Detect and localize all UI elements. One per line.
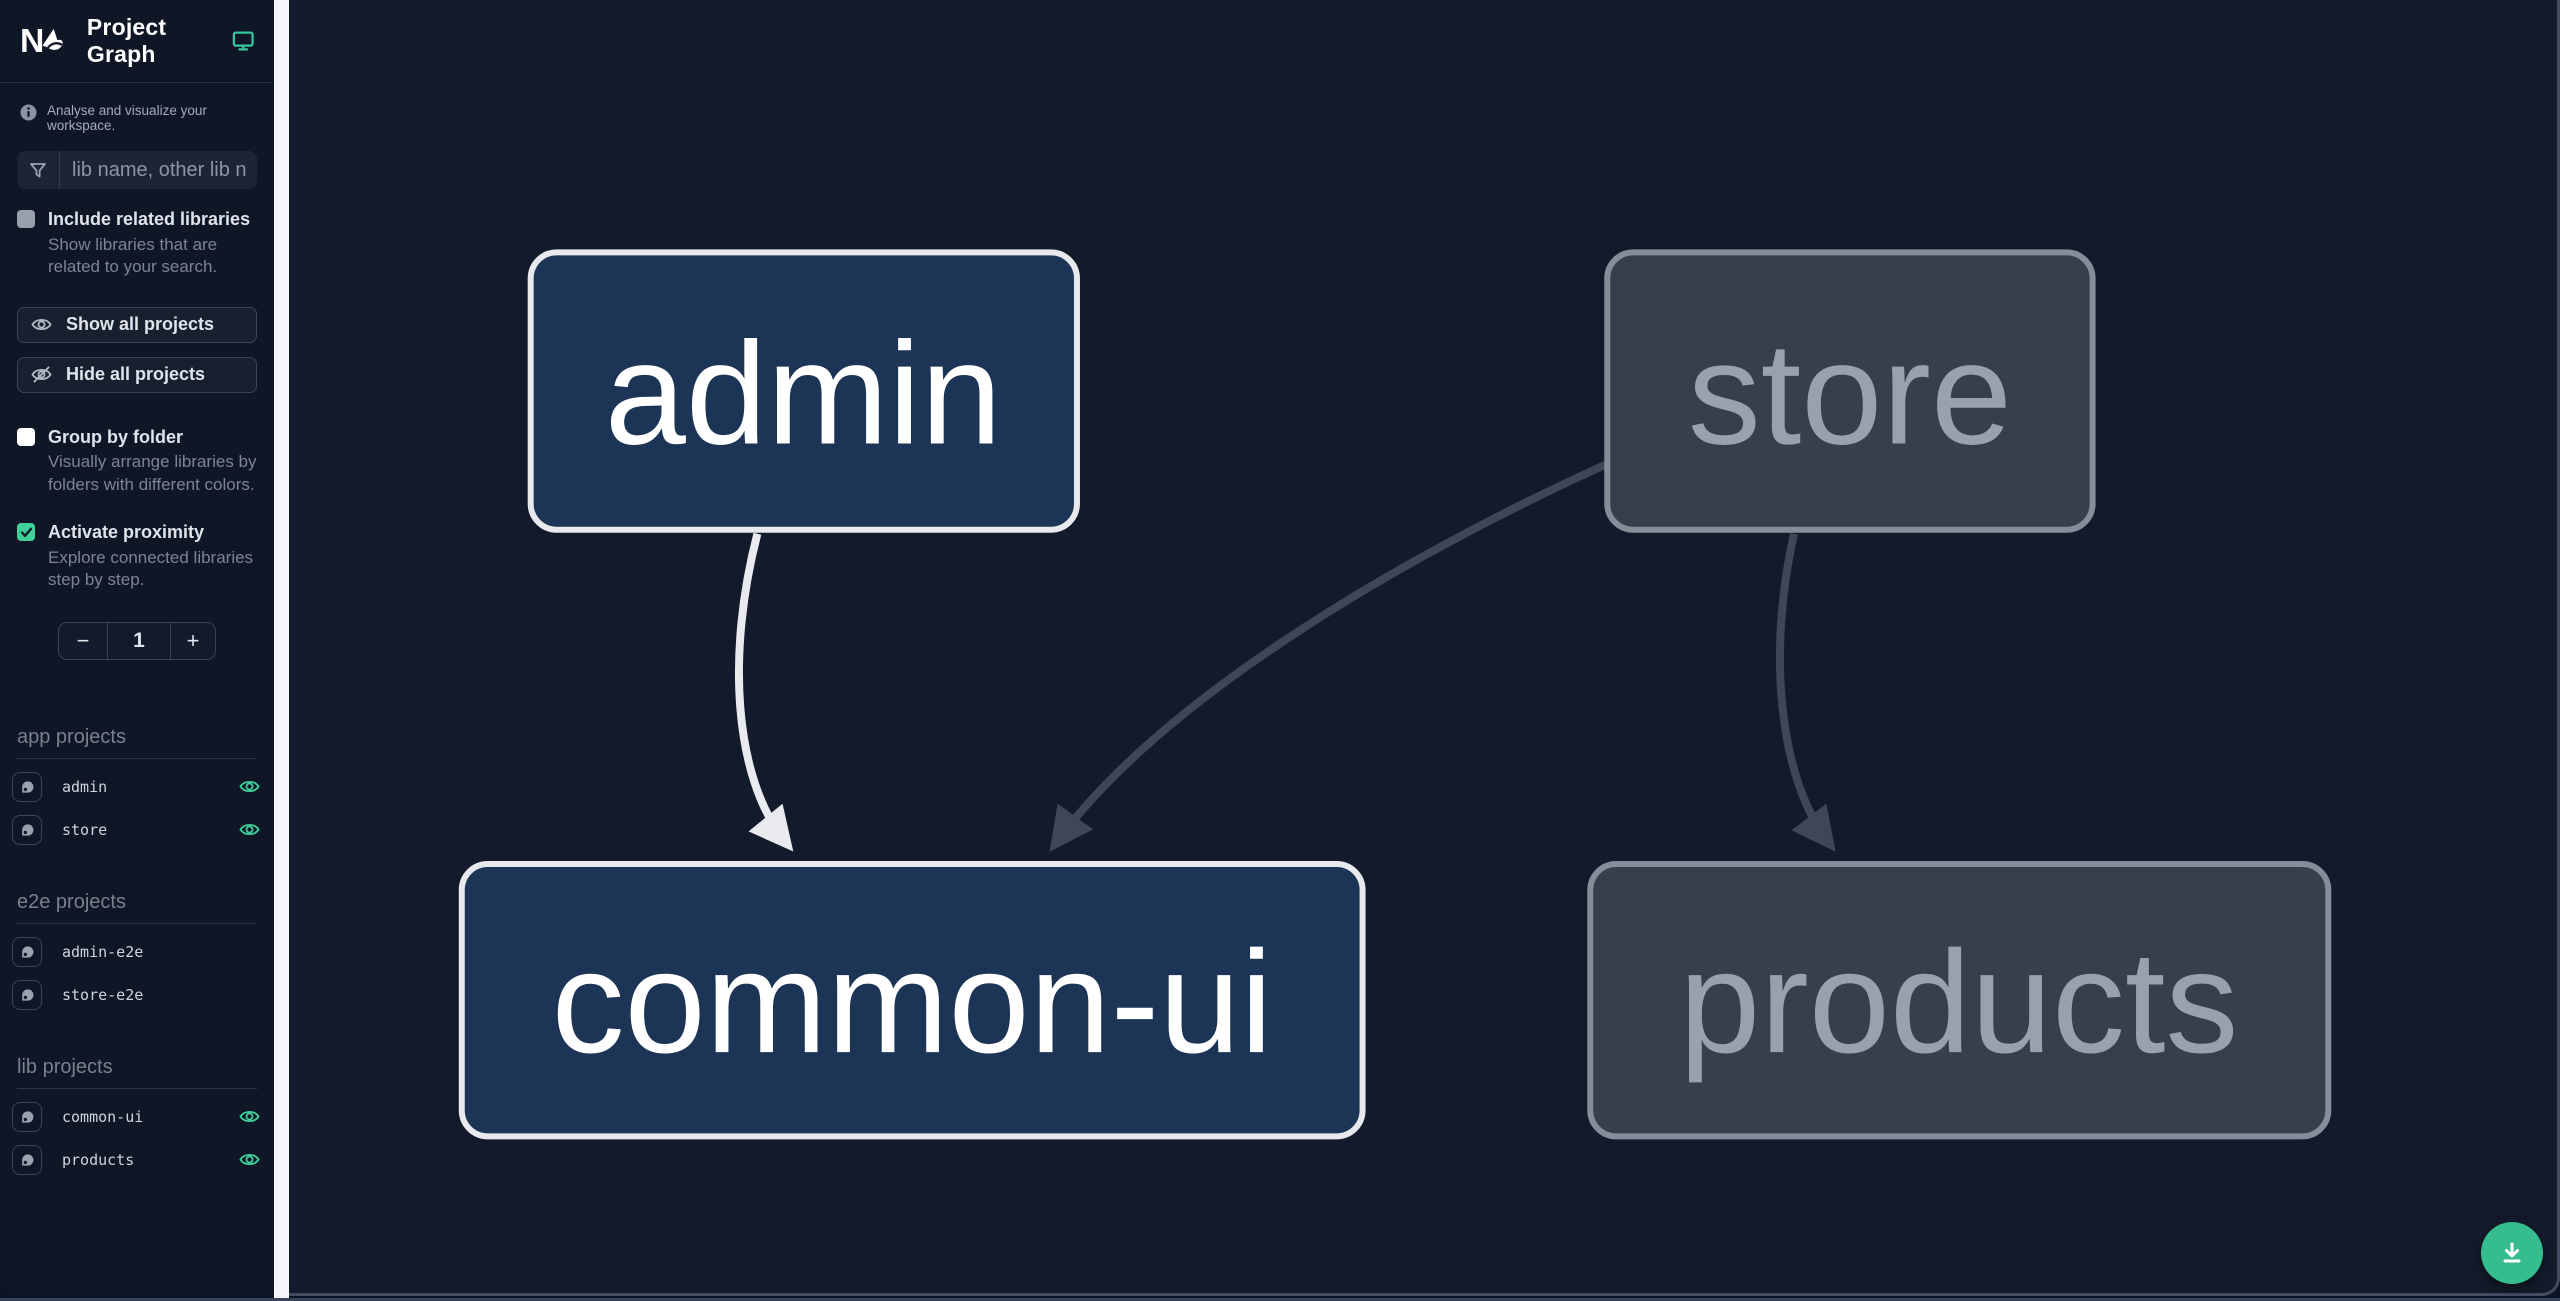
section-title: lib projects (17, 1056, 257, 1089)
info-icon (20, 104, 37, 121)
eye-icon (31, 319, 52, 331)
activate-proximity-desc: Explore connected libraries step by step… (48, 547, 254, 590)
page-title: Project Graph (86, 14, 167, 67)
toggle-visibility-eye-icon[interactable] (239, 1149, 260, 1170)
project-name: store-e2e (62, 985, 144, 1004)
focus-project-button[interactable] (12, 814, 42, 845)
project-row-products: products (12, 1144, 260, 1175)
sidebar-header: N Project Graph (0, 0, 274, 83)
project-name: admin-e2e (62, 942, 144, 961)
edge-store-to-common-ui[interactable] (1049, 460, 1609, 852)
bottom-scrollbar-track[interactable] (0, 1298, 2560, 1301)
group-by-folder-row: Group by folder Visually arrange librari… (17, 427, 257, 497)
focus-icon (22, 1111, 34, 1123)
include-related-desc: Show libraries that are related to your … (48, 234, 218, 277)
eye-off-icon (31, 366, 52, 383)
project-row-store-e2e: store-e2e (12, 979, 260, 1010)
focus-icon (22, 989, 34, 1001)
tagline-text: Analyse and visualize your workspace. (47, 103, 207, 133)
filter-input[interactable] (60, 158, 257, 182)
include-related-label: Include related libraries (48, 209, 251, 229)
activate-proximity-checkbox[interactable] (17, 523, 35, 542)
group-by-folder-label: Group by folder (48, 426, 183, 447)
focus-project-button[interactable] (12, 1144, 42, 1175)
filter-box (17, 151, 257, 189)
project-row-admin-e2e: admin-e2e (12, 936, 260, 967)
toggle-visibility-eye-icon[interactable] (239, 1106, 260, 1127)
svg-text:common-ui: common-ui (552, 920, 1273, 1083)
focus-icon (22, 946, 34, 958)
show-all-projects-button[interactable]: Show all projects (17, 306, 257, 343)
node-products[interactable]: products (1587, 861, 2332, 1140)
focus-icon (22, 781, 34, 793)
project-row-admin: admin (12, 771, 260, 802)
node-common-ui[interactable]: common-ui (458, 861, 1366, 1140)
svg-text:N: N (20, 23, 44, 60)
show-all-projects-label: Show all projects (66, 314, 215, 335)
edge-admin-to-common-ui[interactable] (735, 532, 794, 852)
svg-text:store: store (1688, 312, 2012, 475)
download-icon (2503, 1242, 2521, 1263)
node-admin[interactable]: admin (527, 249, 1080, 533)
section-title: e2e projects (17, 891, 257, 924)
focus-project-button[interactable] (12, 979, 42, 1010)
include-related-row: Include related libraries Show libraries… (17, 209, 257, 279)
focus-project-button[interactable] (12, 936, 42, 967)
edge-store-to-products[interactable] (1776, 532, 1836, 852)
monitor-icon[interactable] (232, 29, 254, 53)
project-graph-svg: admin store common-ui products (458, 249, 2332, 1140)
svg-text:admin: admin (605, 312, 1002, 475)
filter-icon (17, 151, 60, 189)
section-title: app projects (17, 726, 257, 759)
graph-canvas[interactable]: admin store common-ui products (289, 0, 2560, 1296)
section-e2e-projects: e2e projects admin-e2e store-e2e (0, 891, 274, 1010)
group-by-folder-checkbox[interactable] (17, 427, 35, 446)
project-name: admin (62, 777, 108, 796)
activate-proximity-row: Activate proximity Explore connected lib… (17, 522, 257, 592)
focus-project-button[interactable] (12, 771, 42, 802)
download-graph-button[interactable] (2481, 1222, 2543, 1284)
toggle-visibility-eye-icon[interactable] (239, 819, 260, 840)
nx-logo: N (20, 23, 63, 60)
focus-project-button[interactable] (12, 1101, 42, 1132)
project-row-store: store (12, 814, 260, 845)
proximity-increment-button[interactable]: + (186, 627, 200, 653)
sidebar: N Project Graph Analyse and visualize yo… (0, 0, 274, 1295)
proximity-value: 1 (107, 622, 171, 659)
hide-all-projects-label: Hide all projects (66, 364, 206, 385)
group-by-folder-desc: Visually arrange libraries by folders wi… (48, 452, 257, 494)
project-name: store (62, 820, 108, 839)
include-related-checkbox[interactable] (17, 210, 35, 228)
project-name: common-ui (62, 1107, 144, 1126)
project-name: products (62, 1150, 135, 1169)
check-icon (20, 527, 32, 537)
section-app-projects: app projects admin (0, 726, 274, 845)
workspace-tagline: Analyse and visualize your workspace. (0, 83, 274, 133)
focus-icon (22, 1154, 34, 1166)
proximity-decrement-button[interactable]: − (76, 627, 90, 653)
focus-icon (22, 824, 34, 836)
svg-text:products: products (1679, 920, 2238, 1083)
node-store[interactable]: store (1604, 249, 2096, 533)
sidebar-resize-strip[interactable] (274, 0, 289, 1301)
section-lib-projects: lib projects common-ui (0, 1056, 274, 1175)
hide-all-projects-button[interactable]: Hide all projects (17, 356, 257, 393)
project-row-common-ui: common-ui (12, 1101, 260, 1132)
toggle-visibility-eye-icon[interactable] (239, 776, 260, 797)
activate-proximity-label: Activate proximity (48, 522, 205, 543)
proximity-stepper: − 1 + (58, 621, 216, 660)
